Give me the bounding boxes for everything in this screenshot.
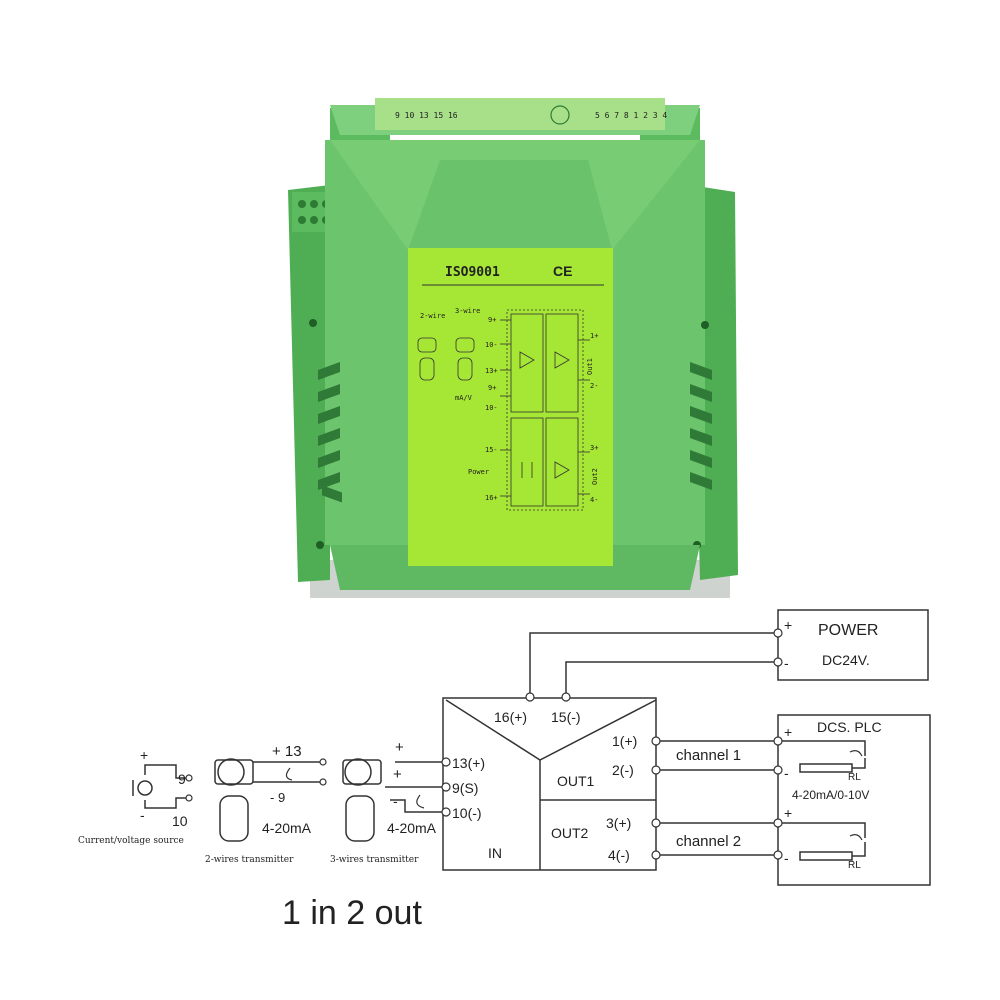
label-mav: mA/V	[455, 394, 473, 402]
source-minus: -	[140, 807, 145, 823]
channel-2-label: channel 2	[676, 833, 741, 850]
label-o1p: 1+	[590, 332, 598, 340]
label-t16p: 16+	[485, 494, 498, 502]
terminal-dots	[185, 628, 783, 860]
out2-label: OUT2	[551, 825, 589, 841]
label-o3p: 3+	[590, 444, 598, 452]
channel-1-label: channel 1	[676, 747, 741, 764]
label-t13p: 13+	[485, 367, 498, 375]
power-minus: -	[784, 655, 789, 671]
left-vent-slots	[318, 362, 340, 490]
dcs-plc-box	[777, 714, 931, 886]
terminal-15: 15(-)	[551, 709, 581, 725]
tx3-caption: 3-wires transmitter	[330, 855, 419, 865]
label-t10m: 10-	[485, 341, 498, 349]
label-power: Power	[468, 468, 489, 476]
tx3-ma: 4-20mA	[387, 820, 437, 836]
iso-label: ISO9001	[445, 265, 500, 280]
label-o2m: 2-	[590, 382, 598, 390]
label-o4m: 4-	[590, 496, 598, 504]
wiring-diagram	[132, 609, 931, 886]
tx2-body	[219, 795, 249, 842]
side-terminals-right: 5 6 7 8 1 2 3 4	[595, 111, 667, 120]
tx3-body	[345, 795, 375, 842]
terminal-2: 2(-)	[612, 762, 634, 778]
power-wire-minus	[565, 661, 778, 695]
label-t10m-b: 10-	[485, 404, 498, 412]
tx2-caption: 2-wires transmitter	[205, 855, 294, 865]
ce-label: CE	[553, 263, 572, 279]
label-t15m: 15-	[485, 446, 498, 454]
terminal-16: 16(+)	[494, 709, 527, 725]
tx2-plus13: + 13	[272, 743, 302, 760]
label-out2: Out2	[591, 468, 599, 485]
ce-badge-top	[550, 105, 570, 125]
power-supply-box	[777, 609, 929, 681]
power-wire-plus	[529, 632, 778, 695]
tx2-minus9: - 9	[270, 790, 285, 805]
current-source-symbol	[137, 780, 153, 796]
left-side-housing	[288, 185, 330, 582]
label-2wire: 2-wire	[420, 312, 445, 320]
label-out1: Out1	[586, 358, 594, 375]
source-9: 9	[178, 771, 186, 787]
terminal-1: 1(+)	[612, 733, 637, 749]
terminal-3: 3(+)	[606, 815, 631, 831]
tx2-ma: 4-20mA	[262, 820, 312, 836]
rl1-label: RL	[848, 772, 861, 783]
screw-hole-tr	[701, 321, 709, 329]
label-schematic	[417, 309, 590, 511]
front-label	[408, 248, 613, 566]
label-texts: 2-wire 3-wire 9+ 10- 13+ 9+ mA/V 10- 15-…	[420, 307, 599, 504]
dcs-plc-label: DCS. PLC	[817, 719, 882, 735]
top-label-strip	[375, 98, 665, 130]
tx3-plus: +	[393, 766, 402, 783]
power-plus: +	[784, 617, 792, 633]
source-caption: Current/voltage source	[78, 836, 184, 846]
tx3-head	[344, 758, 372, 786]
left-vents	[322, 485, 342, 503]
rl2-label: RL	[848, 860, 861, 871]
diagram-labels: POWER DC24V. + - 16(+) 15(-) 13(+) 9(S) …	[78, 617, 882, 932]
ch2-plus: +	[784, 805, 792, 821]
label-t9p: 9+	[488, 316, 496, 324]
in-label: IN	[488, 845, 502, 861]
screw-hole-bl	[316, 541, 324, 549]
tx2-head	[217, 758, 245, 786]
label-3wire: 3-wire	[455, 307, 480, 315]
out1-label: OUT1	[557, 773, 595, 789]
label-t9p-b: 9+	[488, 384, 496, 392]
terminal-10: 10(-)	[452, 805, 482, 821]
terminal-13: 13(+)	[452, 755, 485, 771]
rl2-resistor	[799, 851, 853, 861]
tx3-minus: -	[393, 793, 398, 809]
side-terminals-left: 9 10 13 15 16	[395, 111, 458, 120]
ch1-plus: +	[784, 724, 792, 740]
tx3-plus-top: +	[395, 739, 404, 756]
terminal-4: 4(-)	[608, 847, 630, 863]
signal-isolator-module: 9 10 13 15 16 5 6 7 8 1 2 3 4	[288, 98, 738, 598]
ch2-minus: -	[784, 850, 789, 866]
source-10: 10	[172, 813, 188, 829]
screw-hole-tl	[309, 319, 317, 327]
power-title: POWER	[818, 622, 878, 639]
power-volt: DC24V.	[822, 652, 870, 668]
right-vent-slots	[690, 362, 712, 490]
terminal-9s: 9(S)	[452, 780, 478, 796]
rl1-resistor	[799, 763, 853, 773]
ch1-minus: -	[784, 765, 789, 781]
range-label: 4-20mA/0-10V	[792, 788, 869, 802]
source-plus: +	[140, 747, 148, 763]
headline: 1 in 2 out	[282, 894, 422, 932]
